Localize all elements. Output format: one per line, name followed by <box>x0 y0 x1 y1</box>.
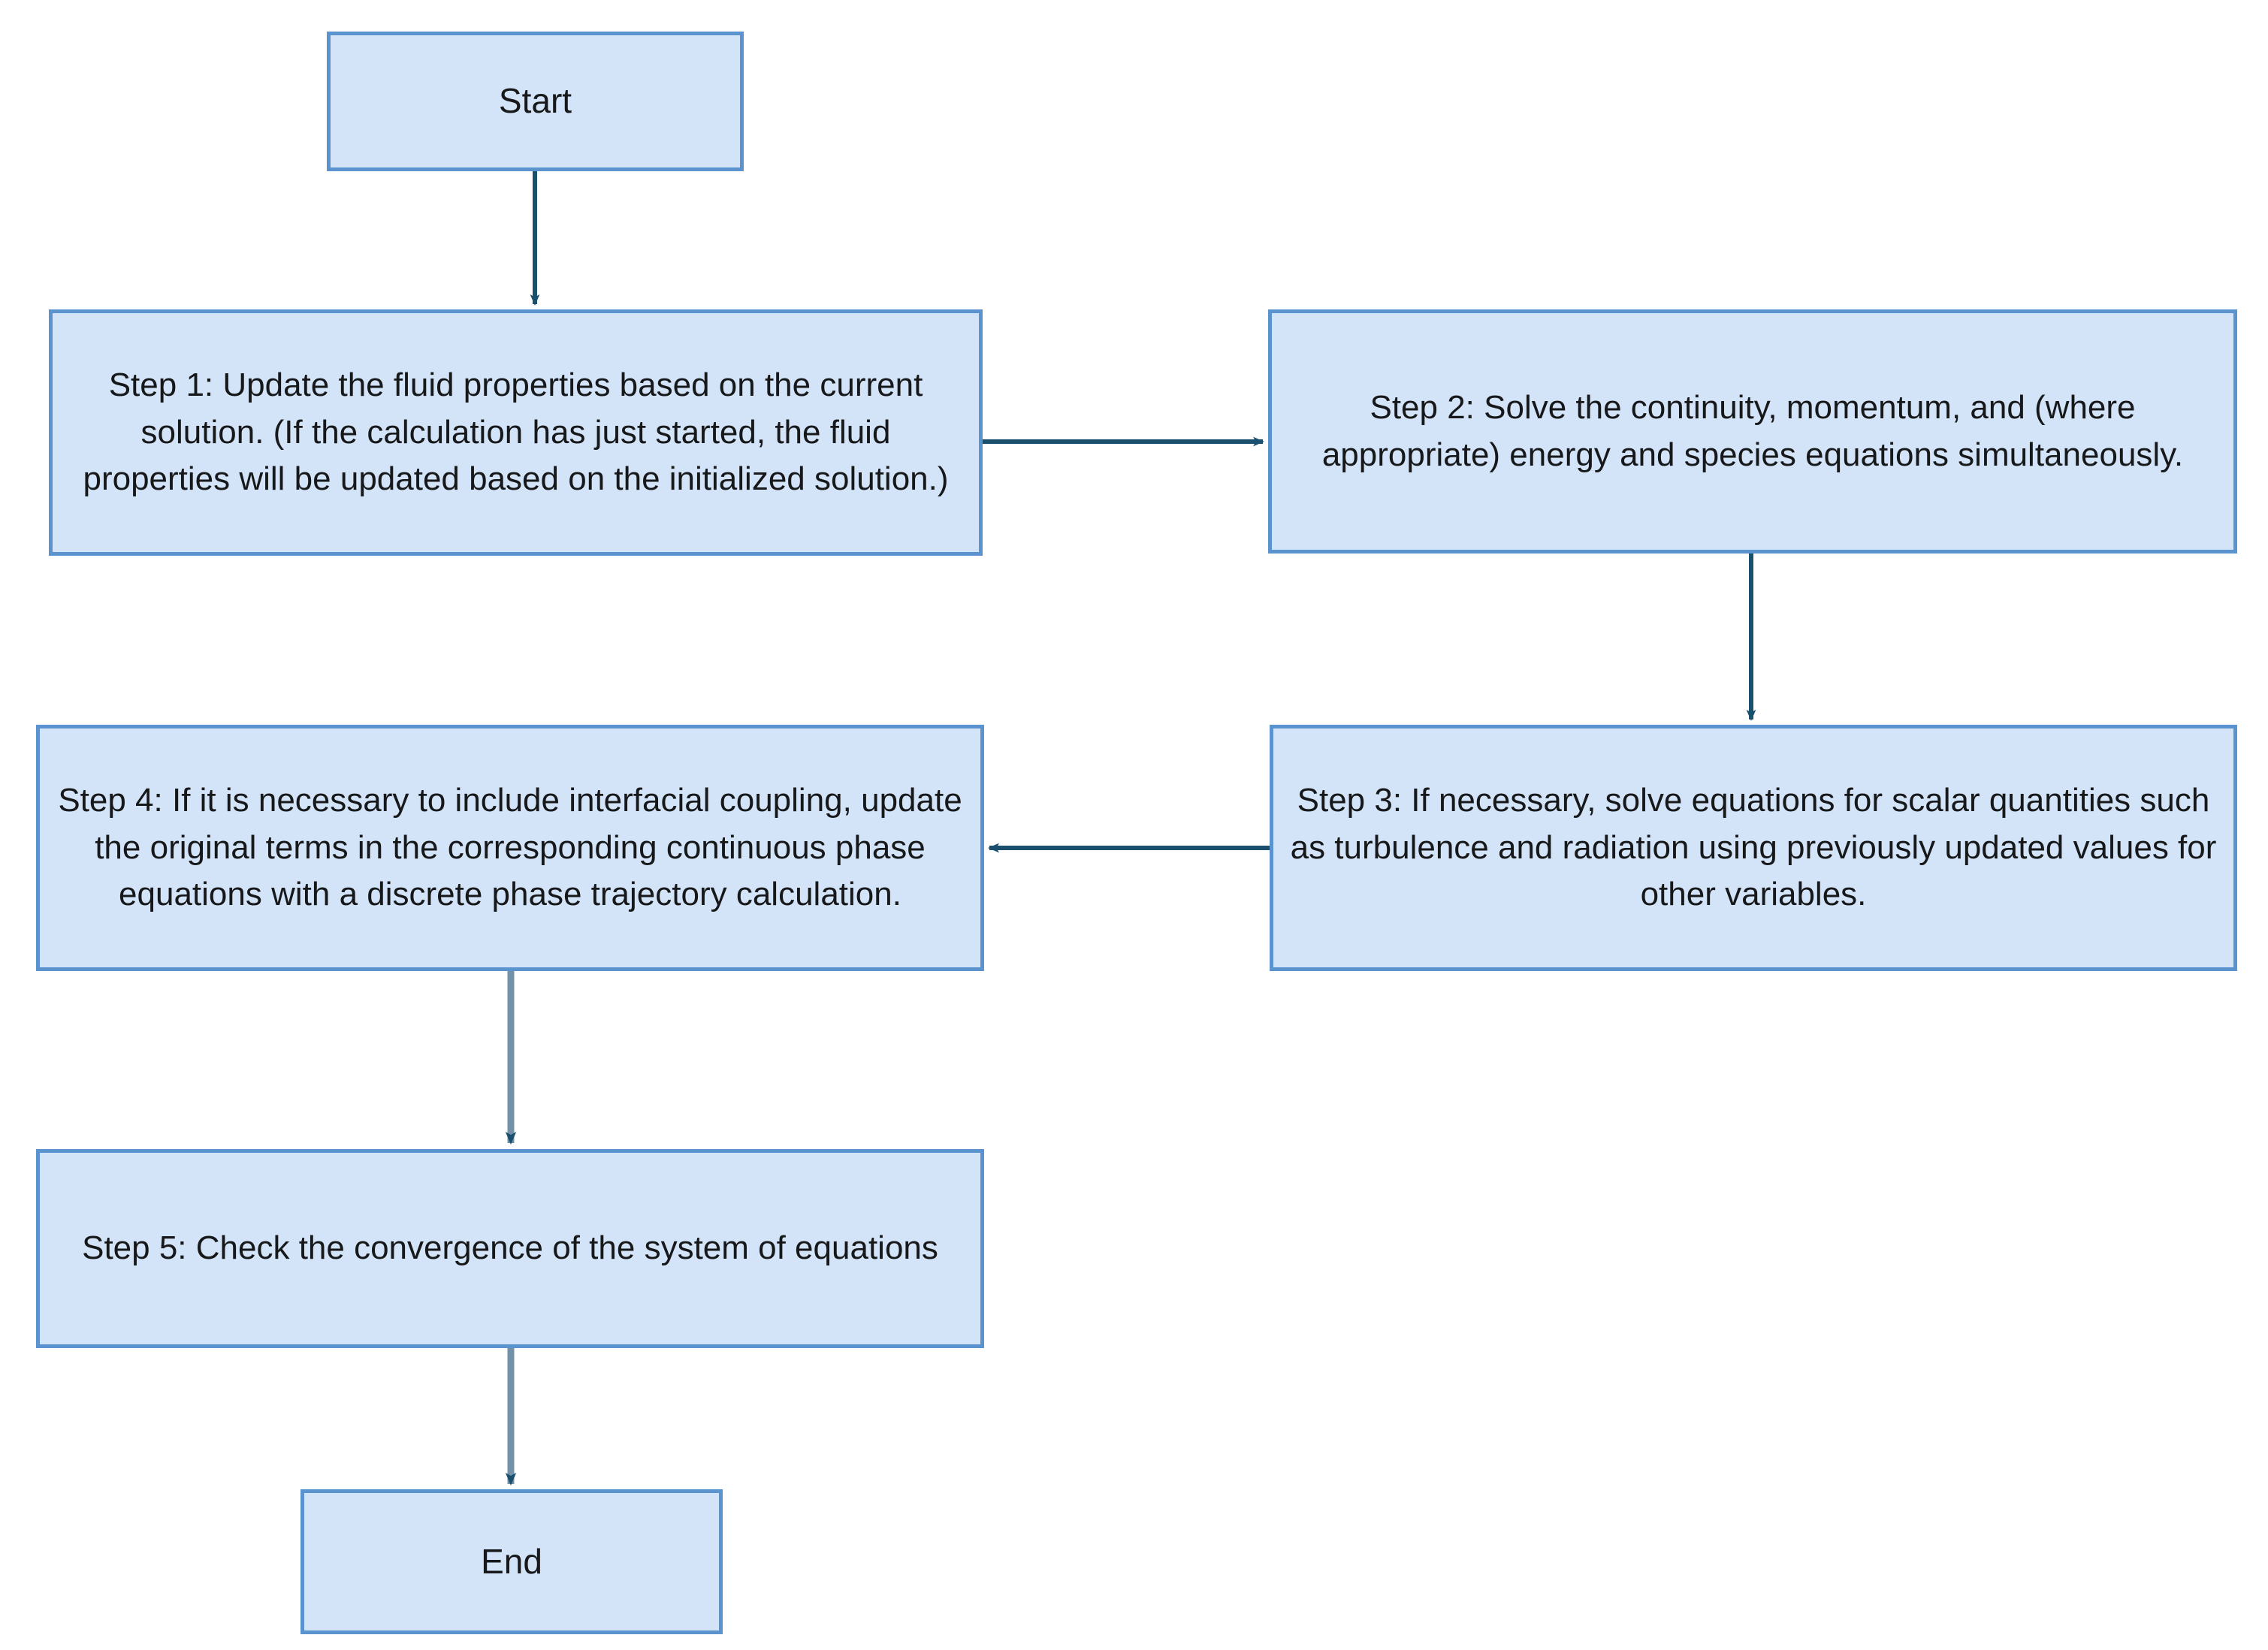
step-5-node-label: Step 5: Check the convergence of the sys… <box>82 1229 938 1267</box>
end-node-label: End <box>481 1541 542 1581</box>
step-5-node[interactable]: Step 5: Check the convergence of the sys… <box>36 1149 984 1348</box>
step-1-node-label: Step 1: Update the fluid properties base… <box>83 366 949 498</box>
step-3-node-label: Step 3: If necessary, solve equations fo… <box>1290 782 2217 913</box>
step-2-node-label: Step 2: Solve the continuity, momentum, … <box>1321 389 2184 473</box>
start-node-label: Start <box>498 81 572 121</box>
step-1-node[interactable]: Step 1: Update the fluid properties base… <box>49 309 983 556</box>
start-node[interactable]: Start <box>327 32 744 171</box>
end-node[interactable]: End <box>300 1489 723 1634</box>
step-4-node-label: Step 4: If it is necessary to include in… <box>58 782 962 913</box>
step-2-node[interactable]: Step 2: Solve the continuity, momentum, … <box>1268 309 2237 554</box>
step-4-node[interactable]: Step 4: If it is necessary to include in… <box>36 725 984 971</box>
step-3-node[interactable]: Step 3: If necessary, solve equations fo… <box>1270 725 2237 971</box>
